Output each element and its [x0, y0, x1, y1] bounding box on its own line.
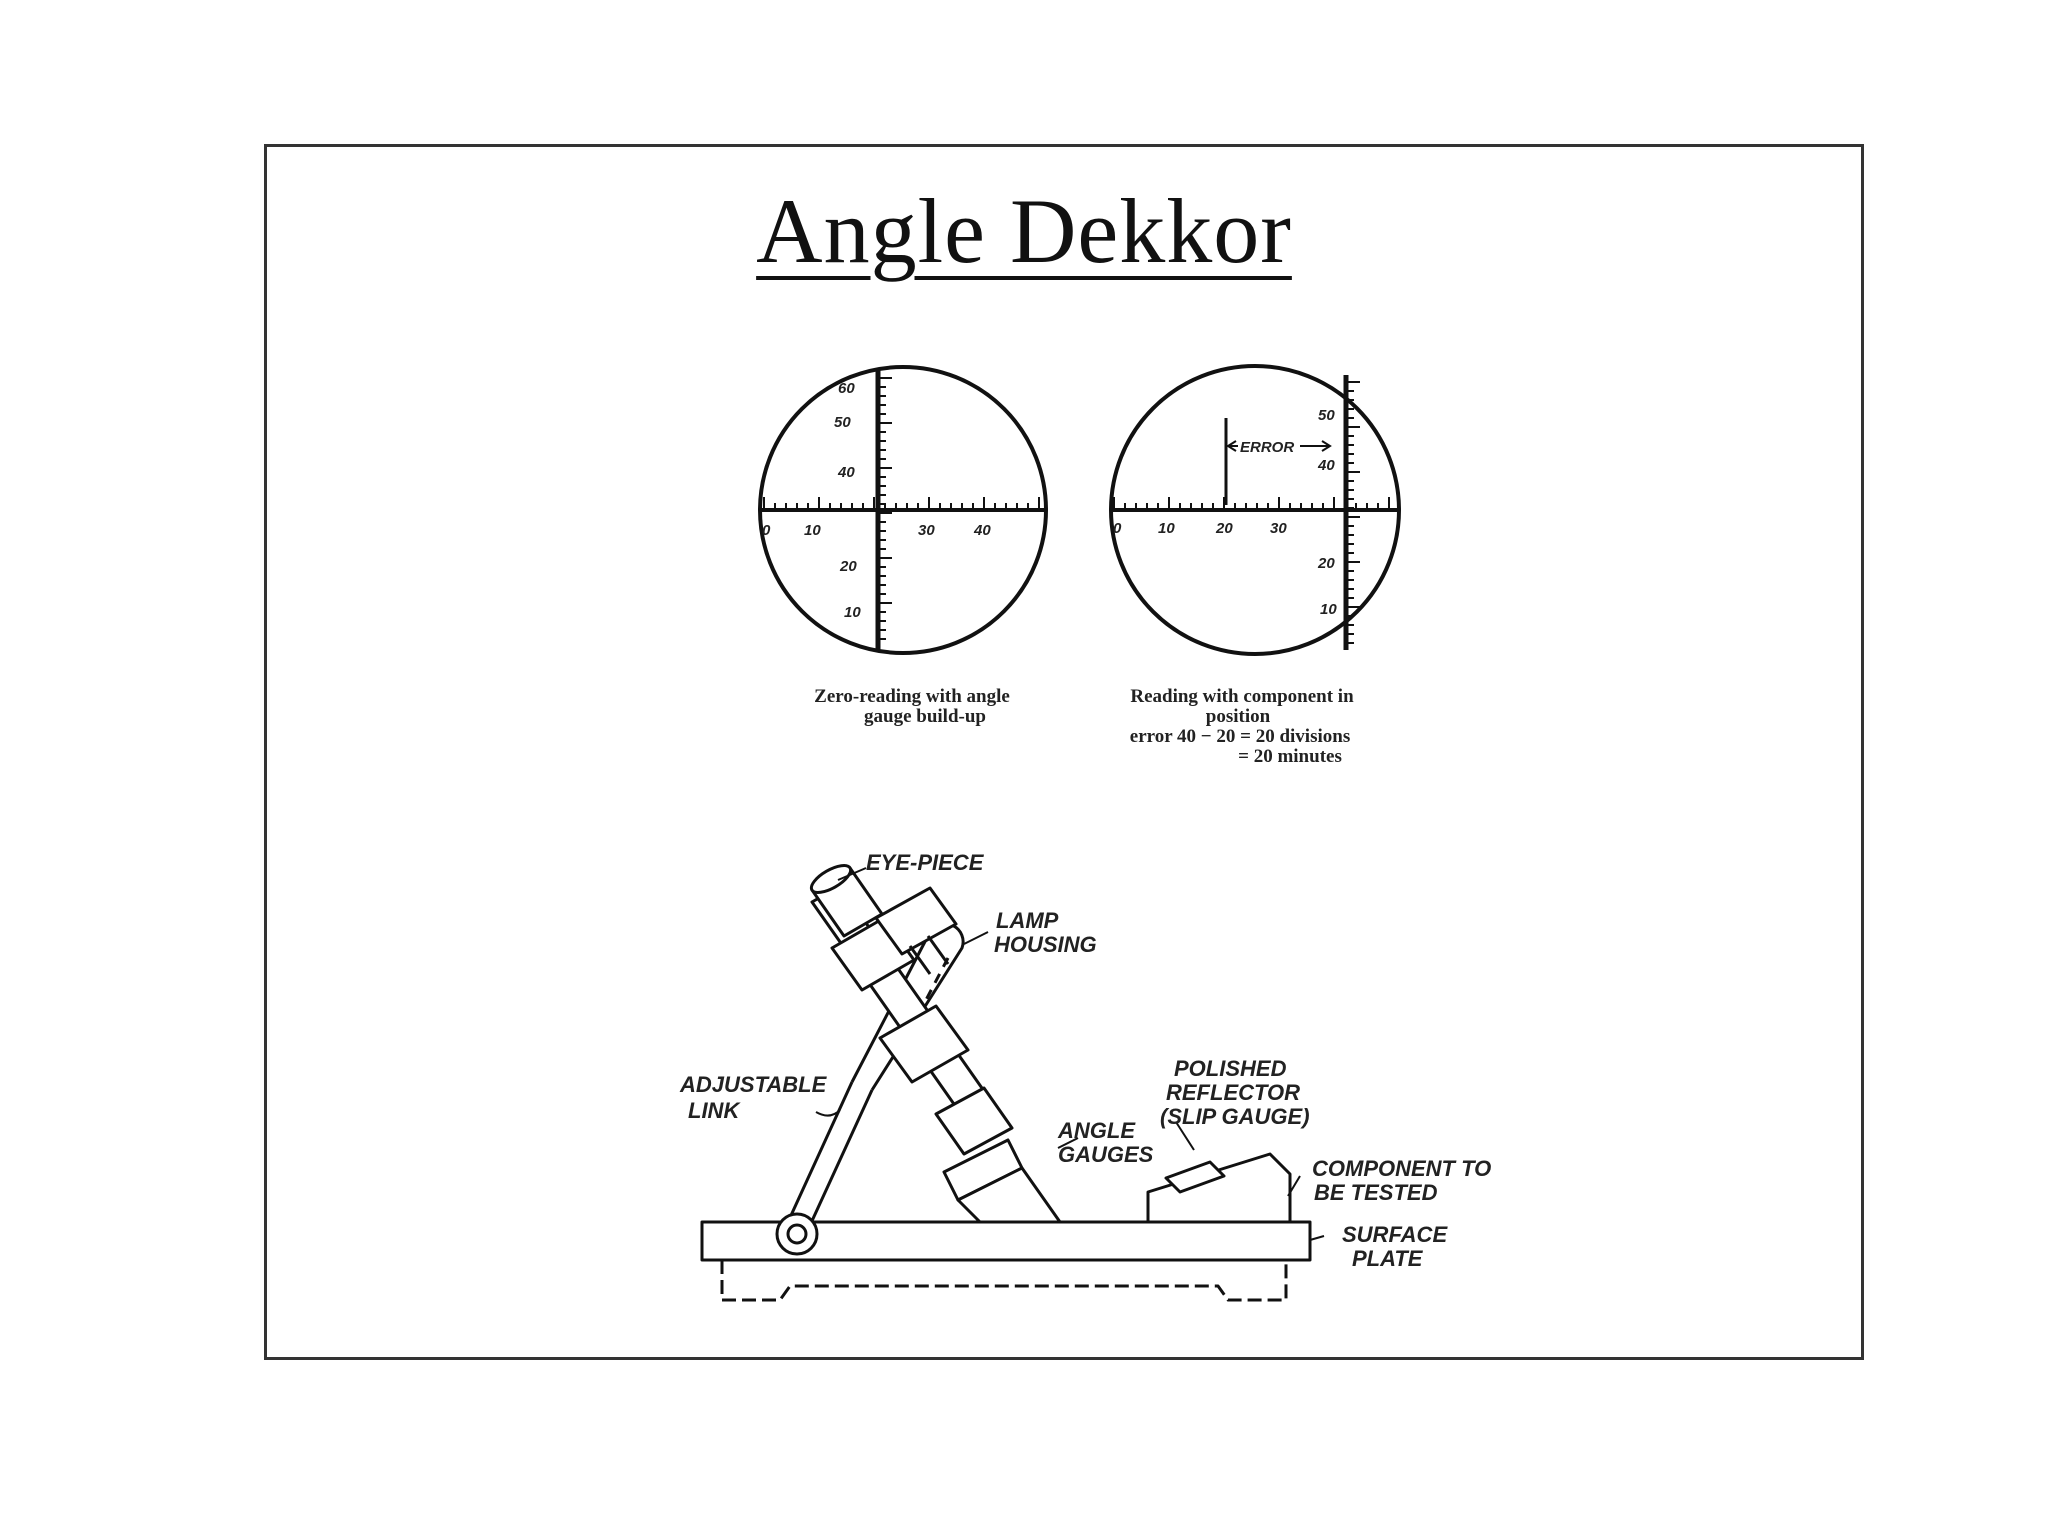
apparatus-labels: EYE-PIECE LAMP HOUSING ADJUSTABLE LINK A… [679, 850, 1491, 1271]
reticle-zero-reading [758, 365, 1048, 655]
component-to-be-tested [1146, 1152, 1292, 1224]
apparatus-drawing [700, 864, 1325, 1302]
right-h-30: 30 [1270, 520, 1287, 537]
left-h-0: 0 [762, 522, 771, 539]
label-adjustable: ADJUSTABLE [679, 1072, 828, 1097]
right-horizontal-scale: 0 10 20 30 [1113, 520, 1287, 537]
left-vertical-scale: 60 50 40 20 10 [834, 380, 861, 621]
left-v-60: 60 [838, 380, 855, 397]
left-h-30: 30 [918, 522, 935, 539]
right-caption-line-4: = 20 minutes [1238, 746, 1342, 767]
right-caption: Reading with component in position error… [1130, 686, 1354, 767]
error-label: ERROR [1240, 439, 1294, 456]
right-caption-line-1: Reading with component in [1130, 686, 1354, 707]
right-h-0: 0 [1113, 520, 1122, 537]
left-caption-line-1: Zero-reading with angle [814, 686, 1010, 707]
polished-reflector [1164, 1160, 1226, 1194]
label-surface: SURFACE [1342, 1222, 1448, 1247]
right-h-20: 20 [1215, 520, 1233, 537]
left-horizontal-scale: 0 10 30 40 [762, 522, 991, 539]
slide-title: Angle Dekkor [756, 180, 1292, 282]
left-v-20: 20 [839, 558, 857, 575]
right-v-50: 50 [1318, 407, 1335, 424]
right-caption-line-3: error 40 − 20 = 20 divisions [1130, 726, 1350, 747]
adjustable-link [786, 1081, 854, 1223]
label-slip-gauge: (SLIP GAUGE) [1160, 1104, 1310, 1129]
right-v-20: 20 [1317, 555, 1335, 572]
lamp-housing [874, 886, 958, 956]
label-eye-piece: EYE-PIECE [866, 850, 985, 875]
label-polished: POLISHED [1174, 1056, 1287, 1081]
slide-frame [264, 144, 1864, 1360]
left-v-10: 10 [844, 604, 861, 621]
left-h-10: 10 [804, 522, 821, 539]
right-vertical-scale: 50 40 20 10 [1317, 407, 1337, 618]
label-housing: HOUSING [994, 932, 1097, 957]
left-v-50: 50 [834, 414, 851, 431]
right-h-10: 10 [1158, 520, 1175, 537]
left-h-40: 40 [973, 522, 991, 539]
left-caption-line-2: gauge build-up [864, 706, 986, 727]
label-link: LINK [688, 1098, 741, 1123]
right-v-10: 10 [1320, 601, 1337, 618]
right-v-40: 40 [1317, 457, 1335, 474]
label-reflector: REFLECTOR [1166, 1080, 1300, 1105]
label-plate: PLATE [1352, 1246, 1424, 1271]
label-gauges: GAUGES [1058, 1142, 1154, 1167]
label-lamp: LAMP [996, 908, 1059, 933]
label-be-tested: BE TESTED [1314, 1180, 1438, 1205]
right-caption-line-2: position [1206, 706, 1271, 727]
label-component-to: COMPONENT TO [1312, 1156, 1491, 1181]
left-caption: Zero-reading with angle gauge build-up [814, 686, 1010, 727]
label-angle: ANGLE [1057, 1118, 1136, 1143]
left-v-40: 40 [837, 464, 855, 481]
reticle-component-reading [1109, 364, 1401, 656]
objective-lens [934, 1086, 1014, 1156]
